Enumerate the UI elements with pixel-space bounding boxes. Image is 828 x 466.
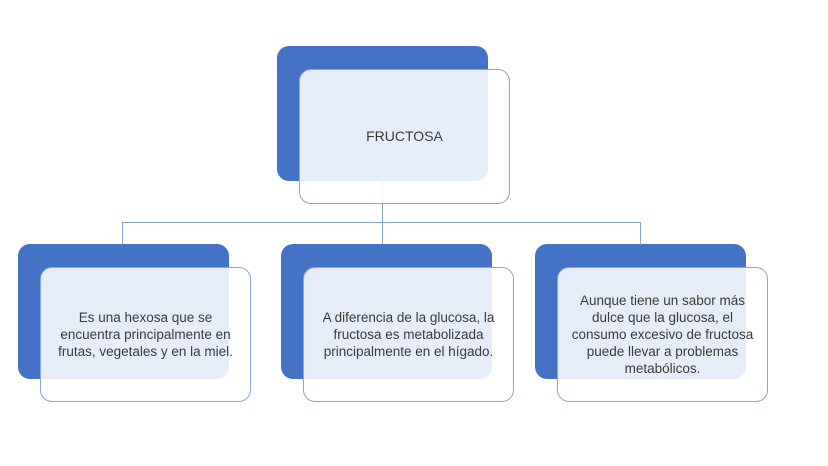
connector-horizontal <box>122 222 641 223</box>
connector-left-drop <box>122 222 123 245</box>
child-node-1-label: Es una hexosa que se encuentra principal… <box>58 309 233 360</box>
child-node-2-front-panel: A diferencia de la glucosa, la fructosa … <box>303 267 514 402</box>
connector-root-stem <box>382 181 383 244</box>
root-node: FRUCTOSA <box>277 46 510 204</box>
child-node-3-label: Aunque tiene un sabor más dulce que la g… <box>571 292 754 377</box>
child-node-3: Aunque tiene un sabor más dulce que la g… <box>535 244 768 402</box>
child-node-3-front-panel: Aunque tiene un sabor más dulce que la g… <box>557 267 768 402</box>
child-node-2: A diferencia de la glucosa, la fructosa … <box>281 244 514 402</box>
child-node-1: Es una hexosa que se encuentra principal… <box>18 244 251 402</box>
child-node-1-front-panel: Es una hexosa que se encuentra principal… <box>40 267 251 402</box>
root-node-label: FRUCTOSA <box>366 128 443 145</box>
root-node-front-panel: FRUCTOSA <box>299 69 510 204</box>
child-node-2-label: A diferencia de la glucosa, la fructosa … <box>322 309 495 360</box>
connector-right-drop <box>640 222 641 245</box>
